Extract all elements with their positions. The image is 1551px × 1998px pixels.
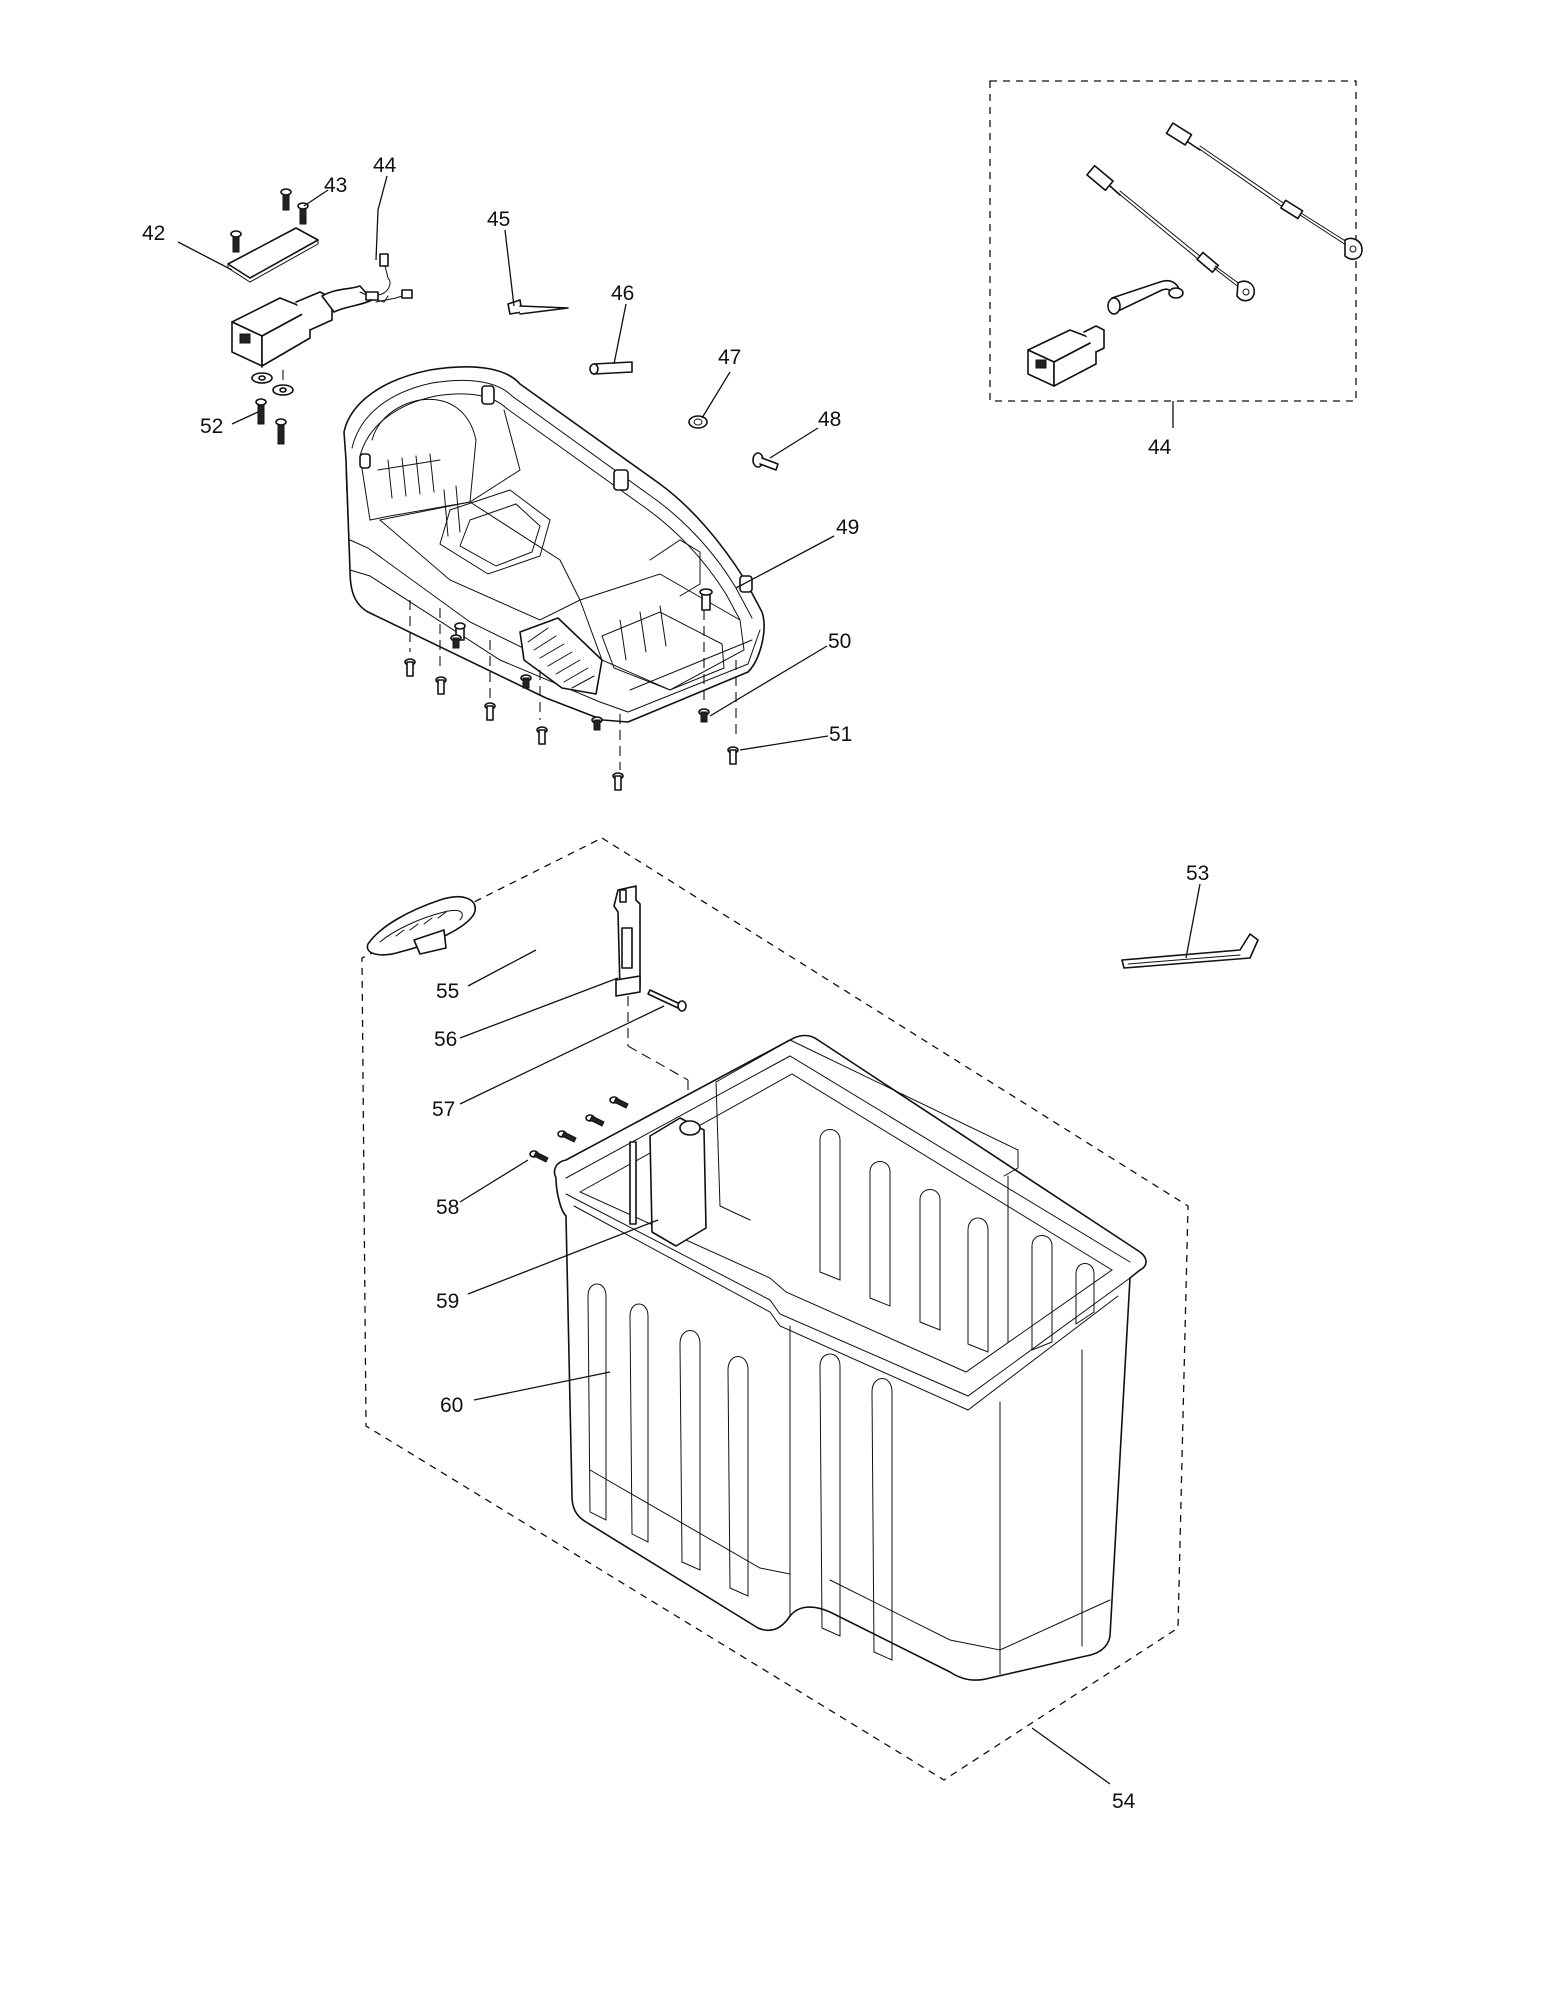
screw-b3 [450,634,462,649]
callout-54: 54 [1112,1790,1136,1813]
bucket-assembly-54 [361,837,1259,1781]
callout-59: 59 [436,1290,459,1313]
kit-44-wire-short [1086,164,1256,302]
screw-b9 [698,708,710,723]
part-44-switch-box [231,253,413,367]
part-58-screws [529,1096,629,1163]
screw-b1 [404,658,416,677]
part-42-plate [227,227,319,283]
part-52-washers-screws [251,358,294,445]
part-57-pin [647,989,687,1012]
callout-43: 43 [324,174,347,197]
screw-b2 [435,676,447,695]
kit-44-group [989,80,1363,428]
kit-44-connector [1027,325,1105,387]
cover-screw-49 [699,588,713,611]
bucket-dashed-outline [361,837,1189,1781]
motor-cover-assembly [343,366,765,723]
screw-b5 [520,674,532,689]
callout-58: 58 [436,1196,459,1219]
callout-53: 53 [1186,862,1209,885]
screw-b6 [536,726,548,745]
screw-b7 [591,716,603,731]
callout-44-top: 44 [373,154,397,177]
callout-56: 56 [434,1028,457,1051]
callout-55: 55 [436,980,459,1003]
callout-44-kit: 44 [1148,436,1172,459]
part-53-allen-key [1121,933,1259,969]
part-60-bucket [553,1034,1147,1681]
callout-51: 51 [829,723,852,746]
part-45-cable-tie [507,299,569,315]
callout-50: 50 [828,630,851,653]
leader-lines [177,175,1201,1785]
motor-cover-vent-grille [519,617,603,695]
callout-46: 46 [611,282,634,305]
part-56-bracket [613,885,641,997]
callout-49: 49 [836,516,859,539]
part-55-handle [366,896,477,956]
kit-44-wire-long [1165,122,1363,260]
callout-45: 45 [487,208,510,231]
callout-48: 48 [818,408,841,431]
callout-57: 57 [432,1098,455,1121]
screw-b8 [612,772,624,791]
screw-b10 [727,746,739,765]
part-43-screws [230,188,309,253]
bottom-screws [404,600,739,791]
part-47-washer [688,415,708,429]
part-48-bolt [752,452,779,471]
motor-cover [343,366,765,723]
kit-44-elbow-tube [1107,280,1184,315]
callout-47: 47 [718,346,741,369]
screw-b4 [484,702,496,721]
part-46-pin [589,361,633,375]
callout-52: 52 [200,415,223,438]
callout-60: 60 [440,1394,463,1417]
callout-labels: 42 43 44 45 46 47 48 49 50 51 52 44 53 5… [142,154,1209,1813]
callout-42: 42 [142,222,165,245]
